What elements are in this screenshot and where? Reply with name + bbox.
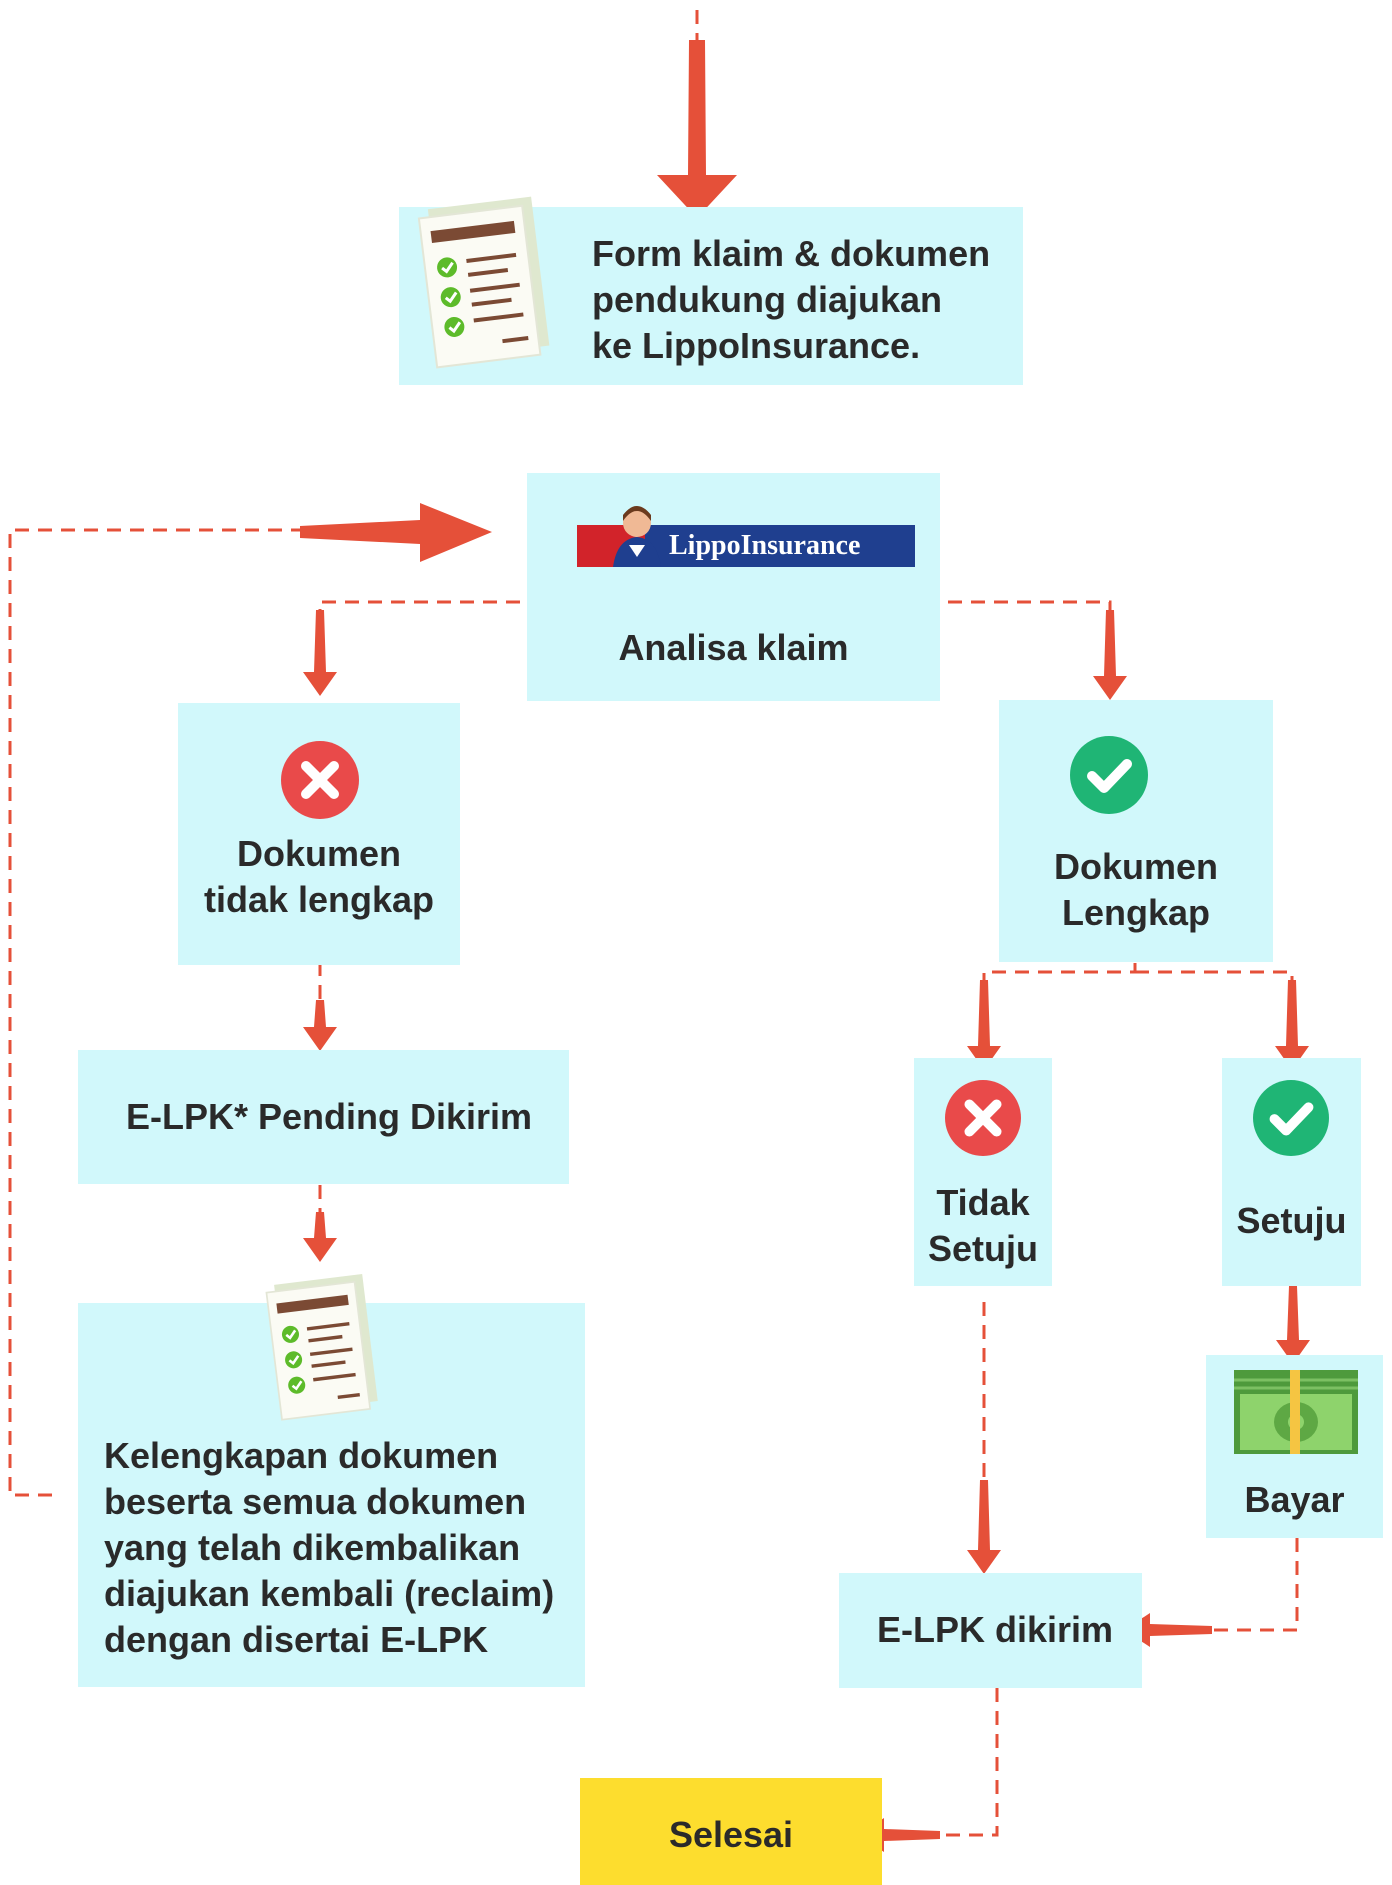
arrow-head xyxy=(657,40,737,218)
arrow-head xyxy=(303,1212,337,1262)
text-line: yang telah dikembalikan xyxy=(104,1527,521,1568)
reclaim-text: Kelengkapan dokumen beserta semua dokume… xyxy=(104,1433,554,1663)
text-line: Dokumen xyxy=(1053,846,1219,887)
pay-label: Bayar xyxy=(1244,1479,1345,1520)
complete-node: Dokumen Lengkap xyxy=(999,700,1273,962)
analyze-label: Analisa klaim xyxy=(618,627,849,668)
done-node: Selesai xyxy=(580,1778,882,1885)
approve-node: Setuju xyxy=(1222,1058,1361,1286)
text-line: Dokumen xyxy=(236,833,402,874)
connector-line xyxy=(948,600,1112,612)
incomplete-text: Dokumen tidak lengkap xyxy=(178,831,460,923)
done-label: Selesai xyxy=(668,1814,794,1855)
money-icon xyxy=(1234,1370,1358,1454)
pending-label: E-LPK* Pending Dikirim xyxy=(126,1096,533,1137)
connector-line xyxy=(318,600,520,612)
pay-node: Bayar xyxy=(1206,1355,1383,1538)
connector-line xyxy=(940,1688,999,1837)
connector-line xyxy=(1210,1538,1299,1632)
check-icon xyxy=(1070,736,1148,814)
sent-label: E-LPK dikirim xyxy=(877,1609,1114,1650)
submit-text: Form klaim & dokumen pendukung diajukan … xyxy=(592,231,990,369)
text-line: Tidak xyxy=(936,1182,1030,1223)
arrow-head xyxy=(300,503,492,562)
connector-line xyxy=(982,963,1137,980)
text-line: Kelengkapan dokumen xyxy=(104,1435,499,1476)
arrow-head xyxy=(967,980,1001,1070)
approve-label: Setuju xyxy=(1236,1200,1347,1241)
document-checklist-icon xyxy=(417,196,550,369)
text-line: diajukan kembali (reclaim) xyxy=(104,1573,555,1614)
text-line: ke LippoInsurance. xyxy=(592,325,921,366)
lippo-logo: LippoInsurance xyxy=(577,506,915,567)
logo-text: LippoInsurance xyxy=(669,530,861,561)
analyze-node: LippoInsurance Analisa klaim xyxy=(527,473,940,701)
pending-node: E-LPK* Pending Dikirim xyxy=(78,1050,569,1184)
connector-line xyxy=(8,528,310,1497)
reject-text: Tidak Setuju xyxy=(914,1180,1052,1272)
cross-icon xyxy=(945,1080,1021,1156)
text-line: tidak lengkap xyxy=(203,879,435,920)
arrow-head xyxy=(1124,1613,1212,1647)
connector-line xyxy=(1135,970,1294,980)
text-line: pendukung diajukan xyxy=(592,279,943,320)
incomplete-node: Dokumen tidak lengkap xyxy=(178,703,460,965)
text-line: Form klaim & dokumen xyxy=(592,233,991,274)
arrow-head xyxy=(303,610,337,696)
text-line: Lengkap xyxy=(1061,892,1211,933)
arrow-head xyxy=(1276,1286,1310,1364)
document-checklist-icon xyxy=(265,1274,378,1421)
arrow-head xyxy=(303,1000,337,1051)
sent-node: E-LPK dikirim xyxy=(839,1573,1142,1688)
arrow-head xyxy=(1093,610,1127,700)
text-line: dengan disertai E-LPK xyxy=(104,1619,489,1660)
submit-node: Form klaim & dokumen pendukung diajukan … xyxy=(399,196,1023,385)
check-icon xyxy=(1253,1080,1329,1156)
reject-node: Tidak Setuju xyxy=(914,1058,1052,1286)
text-line: Setuju xyxy=(927,1228,1038,1269)
arrow-head xyxy=(1275,980,1309,1070)
cross-icon xyxy=(281,741,359,819)
arrow-head xyxy=(967,1480,1001,1574)
person-icon xyxy=(613,506,661,567)
text-line: beserta semua dokumen xyxy=(104,1481,527,1522)
complete-text: Dokumen Lengkap xyxy=(999,844,1273,936)
logo-band xyxy=(645,525,915,567)
